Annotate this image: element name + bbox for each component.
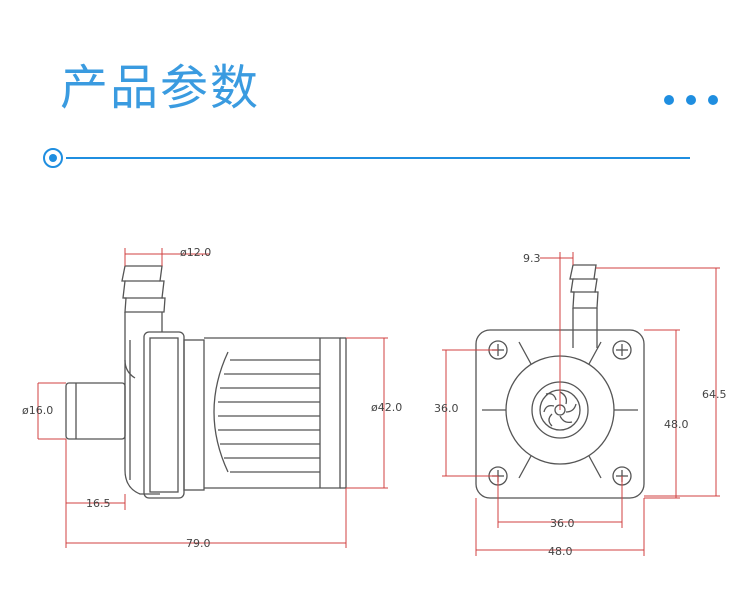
- dim-overall-length: 79.0: [186, 537, 211, 550]
- dim-inlet-length: 16.5: [86, 497, 111, 510]
- impeller-icon: [543, 391, 577, 427]
- dim-outlet-diameter: ø12.0: [180, 246, 211, 259]
- dim-flange-height: 48.0: [664, 418, 689, 431]
- more-dots-icon: [664, 95, 718, 105]
- dim-hole-spacing-horizontal: 36.0: [550, 517, 575, 530]
- side-view-outline: [65, 265, 347, 499]
- page-title: 产品参数: [60, 60, 261, 116]
- dim-flange-width: 48.0: [548, 545, 573, 558]
- dim-hole-spacing-vertical: 36.0: [434, 402, 459, 415]
- dim-outlet-offset: 9.3: [523, 252, 541, 265]
- dim-overall-height: 64.5: [702, 388, 727, 401]
- dim-body-diameter: ø42.0: [371, 401, 402, 414]
- title-divider: [66, 157, 690, 159]
- target-circle-icon: [43, 148, 63, 168]
- dim-inlet-diameter: ø16.0: [22, 404, 53, 417]
